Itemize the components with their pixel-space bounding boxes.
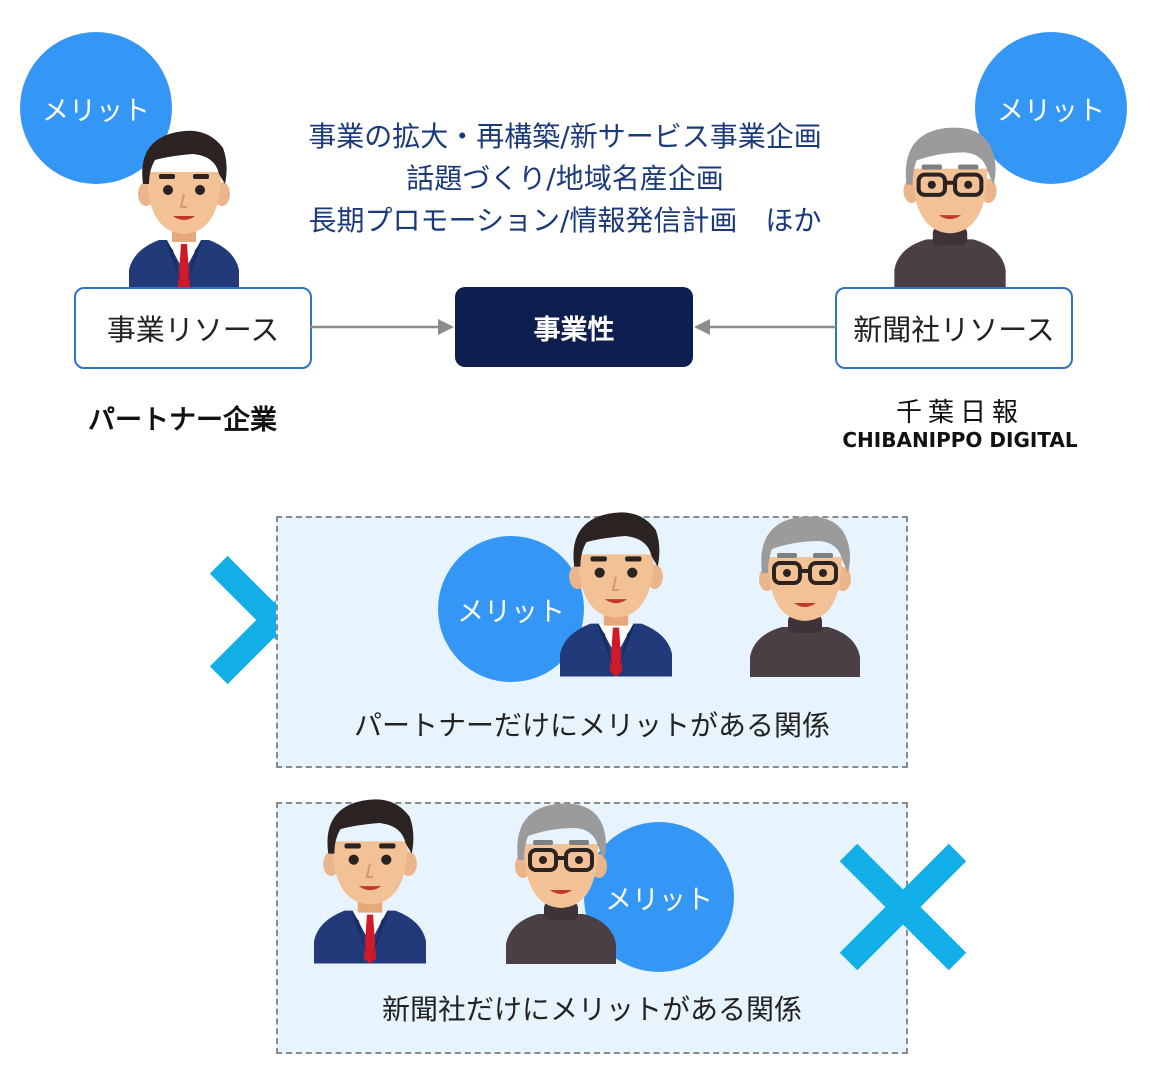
business-resource-box: 事業リソース — [74, 287, 312, 369]
x-mark-icon-2 — [830, 834, 976, 980]
newspaper-person-icon — [506, 792, 616, 966]
merit-bubble-newspaper: メリット — [975, 32, 1127, 184]
newspaper-resource-label: 新聞社リソース — [853, 313, 1055, 347]
partner-person-icon — [560, 500, 672, 680]
arrow-right-to-center — [694, 319, 836, 335]
merit-label: メリット — [42, 95, 150, 127]
newspaper-resource-box: 新聞社リソース — [835, 287, 1073, 369]
description-line-1: 事業の拡大・再構築/新サービス事業企画 — [308, 120, 822, 153]
merit-label: メリット — [997, 95, 1105, 127]
newspaper-person-icon — [894, 118, 1006, 290]
merit-bubble-panel1: メリット — [438, 536, 584, 682]
chibanippo-logo-text: CHIBANIPPO DIGITAL — [842, 428, 1078, 452]
description-line-3: 長期プロモーション/情報発信計画 ほか — [308, 204, 822, 237]
panel2-caption: 新聞社だけにメリットがある関係 — [381, 993, 802, 1026]
panel1-caption: パートナーだけにメリットがある関係 — [353, 709, 830, 742]
newspaper-person-icon — [750, 504, 860, 680]
partner-company-label: パートナー企業 — [88, 405, 277, 436]
merit-bubble-partner: メリット — [20, 32, 172, 184]
arrow-left-to-center — [310, 319, 454, 335]
partner-person-icon — [314, 788, 426, 966]
business-viability-box: 事業性 — [455, 287, 693, 367]
chibanippo-logo-kanji: 千葉日報 — [895, 398, 1024, 428]
business-viability-label: 事業性 — [533, 314, 615, 346]
description-line-2: 話題づくり/地域名産企画 — [406, 162, 724, 195]
merit-label: メリット — [605, 884, 713, 916]
business-resource-label: 事業リソース — [106, 313, 280, 347]
merit-label: メリット — [457, 596, 565, 628]
partner-person-icon — [128, 122, 240, 292]
